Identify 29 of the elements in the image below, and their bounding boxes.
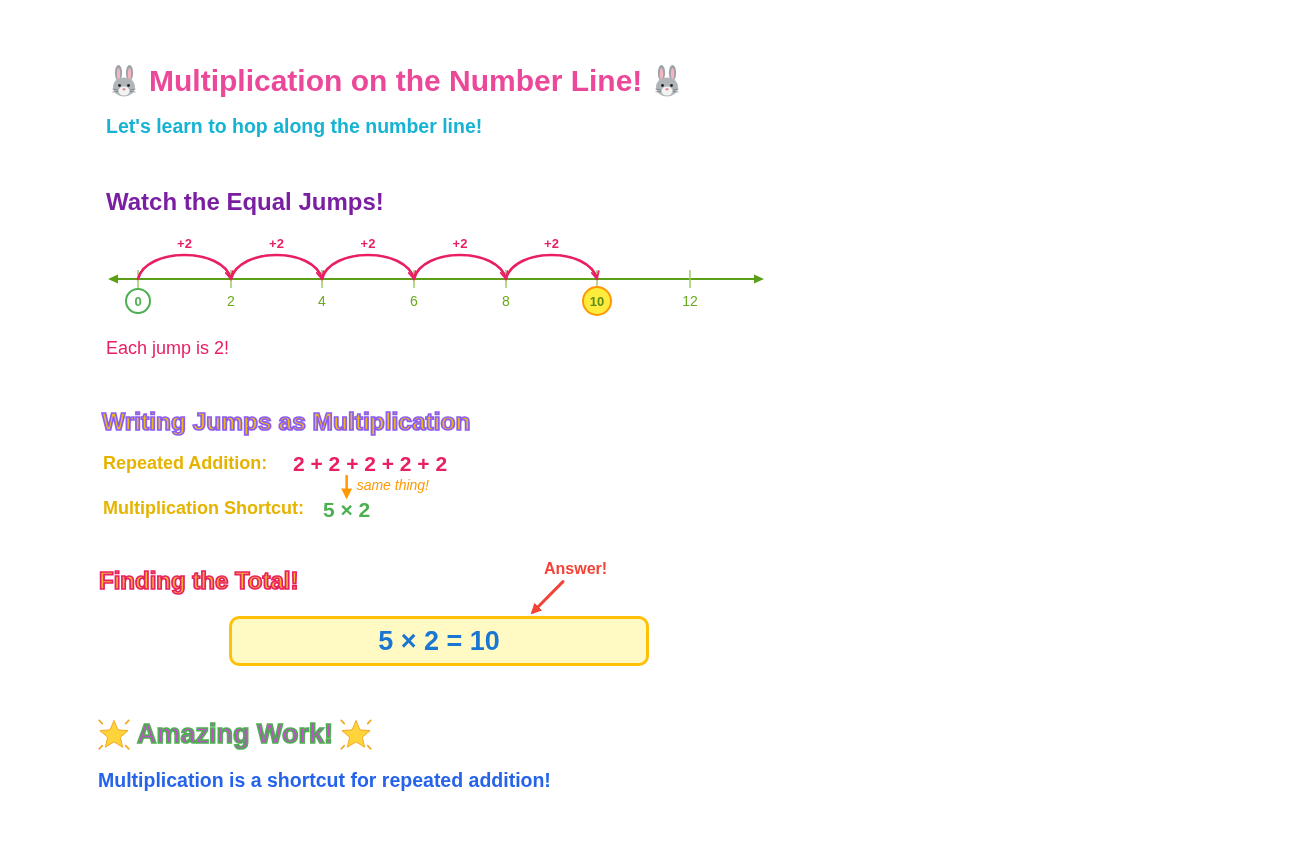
section-heading: Watch the Equal Jumps! — [106, 187, 384, 217]
row-label: Multiplication Shortcut: — [103, 498, 304, 520]
number-label: 12 — [682, 292, 698, 310]
section-heading: Amazing Work! — [137, 717, 333, 751]
circled-number: 0 — [125, 288, 151, 314]
title: Multiplication on the Number Line! — [149, 63, 643, 99]
circled-number: 10 — [582, 286, 612, 316]
edge-label: same thing! — [356, 477, 429, 494]
jump-arrow — [504, 253, 599, 281]
multiplication-expression: 5 × 2 — [323, 499, 371, 521]
number-label: 8 — [502, 292, 510, 310]
jump-arrow — [412, 253, 508, 281]
section-heading: Writing Jumps as Multiplication — [102, 407, 471, 437]
callout-text: Answer! — [544, 559, 608, 579]
row-label: Repeated Addition: — [103, 453, 268, 475]
section-heading: Finding the Total! — [99, 566, 299, 596]
addition-expression: 2 + 2 + 2 + 2 + 2 — [293, 453, 448, 475]
note-text: Each jump is 2! — [106, 338, 230, 360]
jump-arrow — [136, 253, 233, 281]
subtitle: Let's learn to hop along the number line! — [106, 115, 483, 139]
summary-text: Multiplication is a shortcut for repeated addition! — [98, 769, 551, 793]
jump-arrow — [320, 253, 416, 281]
jump-arrow — [229, 253, 324, 281]
result-panel: 5 × 2 = 10 — [229, 616, 649, 666]
number-label: 6 — [410, 292, 418, 310]
arrow — [341, 474, 353, 500]
number-label: 4 — [318, 292, 326, 310]
number-label: 2 — [227, 292, 235, 310]
arrow — [530, 580, 565, 615]
